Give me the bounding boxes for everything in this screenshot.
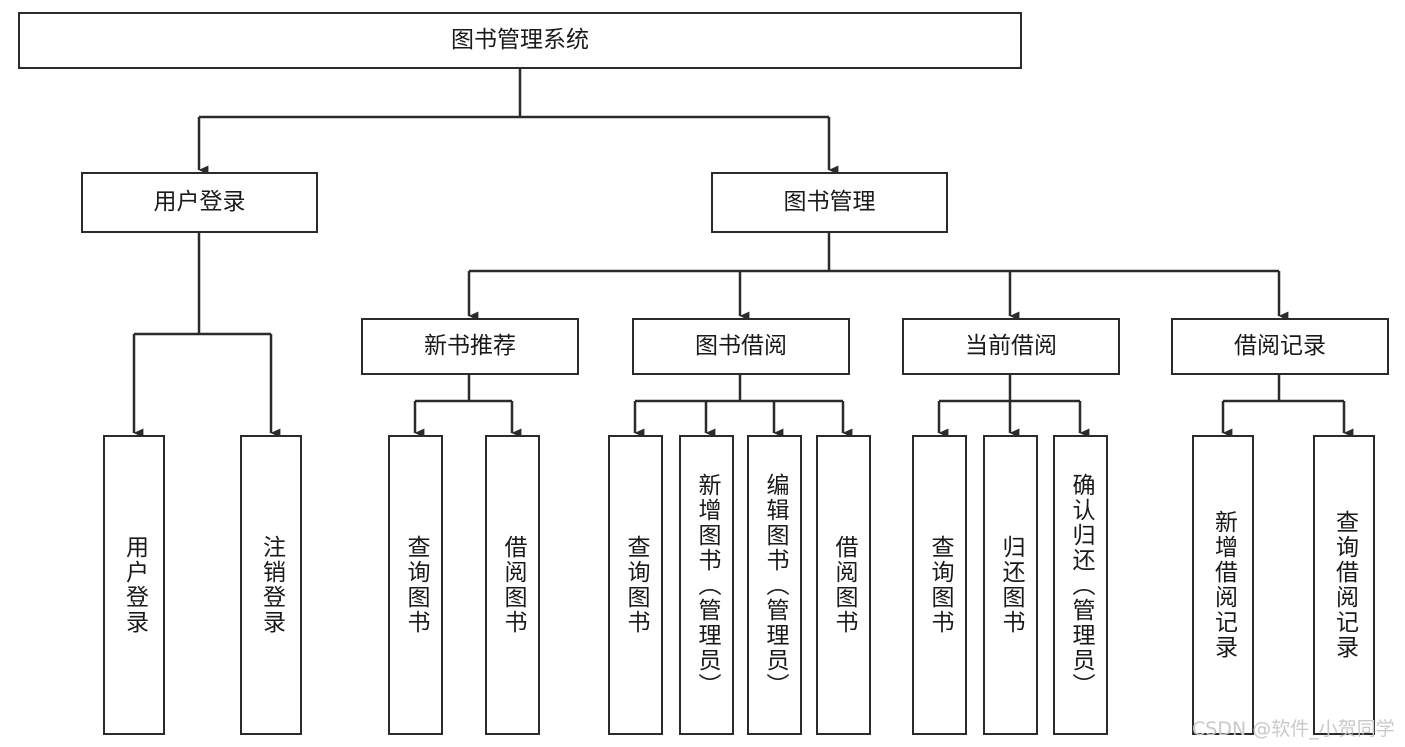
node-label: 查询借阅记录: [1331, 510, 1358, 660]
node-leaf-user-login[interactable]: 用户登录: [103, 435, 165, 735]
node-label: 查询图书: [927, 535, 953, 635]
node-root[interactable]: 图书管理系统: [18, 12, 1022, 69]
node-label: 用户登录: [153, 188, 246, 215]
node-leaf-query-book-2[interactable]: 查询图书: [608, 435, 663, 735]
node-leaf-query-book-1[interactable]: 查询图书: [388, 435, 443, 735]
node-label: 当前借阅: [965, 332, 1057, 359]
node-leaf-add-book[interactable]: 新增图书（管理员）: [679, 435, 734, 735]
node-label: 用户登录: [121, 535, 148, 635]
node-label: 归还图书: [998, 535, 1024, 635]
node-leaf-confirm-return[interactable]: 确认归还（管理员）: [1053, 435, 1108, 735]
node-label: 图书管理系统: [451, 26, 589, 53]
csdn-watermark: CSDN @软件_小贺同学: [1192, 718, 1395, 740]
node-label: 新书推荐: [424, 332, 516, 359]
node-label: 注销登录: [258, 535, 285, 635]
edge-paths: [132, 69, 1354, 438]
node-label: 新增图书（管理员）: [694, 472, 720, 698]
node-leaf-query-book-3[interactable]: 查询图书: [912, 435, 967, 735]
node-label: 图书管理: [783, 188, 876, 215]
node-label: 借阅图书: [831, 535, 857, 635]
node-leaf-logout[interactable]: 注销登录: [240, 435, 302, 735]
node-leaf-borrow-book-1[interactable]: 借阅图书: [485, 435, 540, 735]
node-book-borrow[interactable]: 图书借阅: [632, 318, 850, 375]
node-user-login[interactable]: 用户登录: [81, 172, 318, 233]
node-current-borrow[interactable]: 当前借阅: [902, 318, 1120, 375]
node-label: 图书借阅: [695, 332, 787, 359]
node-label: 确认归还（管理员）: [1068, 472, 1094, 698]
node-leaf-query-record[interactable]: 查询借阅记录: [1313, 435, 1375, 735]
node-leaf-add-record[interactable]: 新增借阅记录: [1192, 435, 1254, 735]
node-leaf-borrow-book-2[interactable]: 借阅图书: [816, 435, 871, 735]
node-label: 新增借阅记录: [1210, 510, 1237, 660]
node-borrow-record[interactable]: 借阅记录: [1171, 318, 1389, 375]
node-label: 查询图书: [403, 535, 429, 635]
node-label: 借阅图书: [500, 535, 526, 635]
node-label: 查询图书: [623, 535, 649, 635]
node-leaf-edit-book[interactable]: 编辑图书（管理员）: [747, 435, 802, 735]
node-label: 编辑图书（管理员）: [762, 472, 788, 698]
node-label: 借阅记录: [1234, 332, 1326, 359]
node-leaf-return-book[interactable]: 归还图书: [983, 435, 1038, 735]
node-book-manage[interactable]: 图书管理: [711, 172, 948, 233]
node-new-book-recommend[interactable]: 新书推荐: [361, 318, 579, 375]
